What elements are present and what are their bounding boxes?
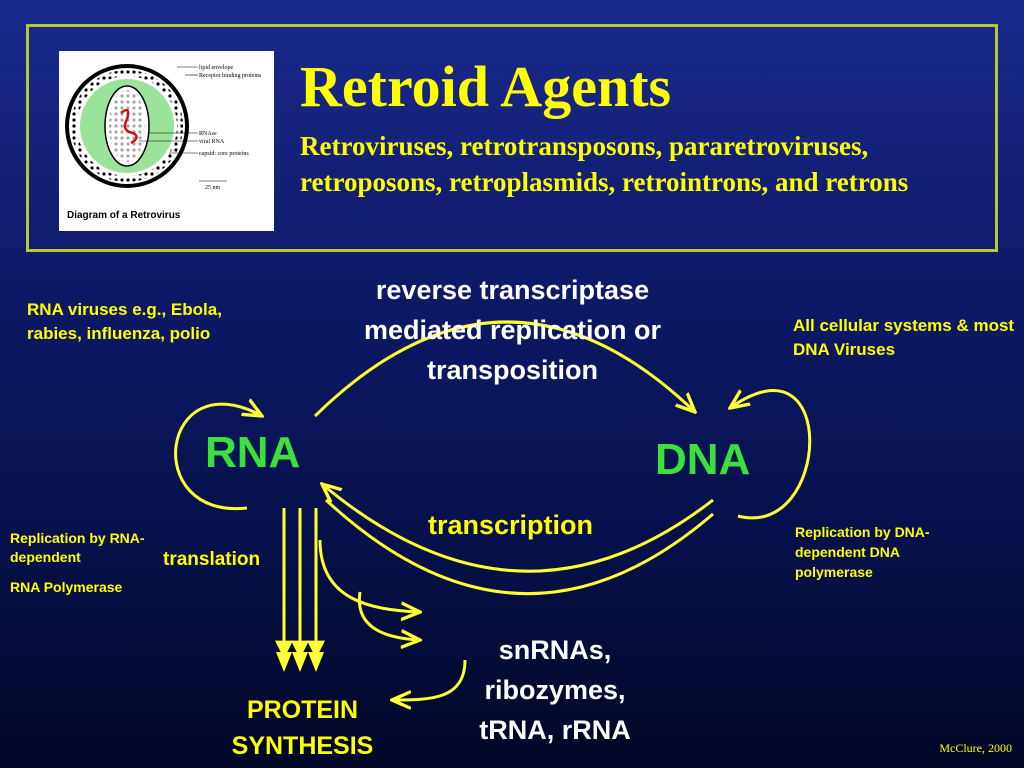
- svg-text:25 nm: 25 nm: [205, 185, 221, 191]
- reverse-transcriptase-label: reverse transcriptase mediated replicati…: [363, 275, 662, 385]
- rna-to-snrna-arrow-1: [318, 539, 420, 612]
- rna-viruses-label: RNA viruses e.g., Ebola, rabies, influen…: [27, 300, 222, 343]
- rna-polymerase-label: RNA Polymerase: [10, 579, 123, 595]
- rna-label: RNA: [205, 428, 301, 477]
- retrovirus-diagram-image: lipid envelope Receptor binding proteins…: [59, 51, 274, 231]
- page-subtitle: Retroviruses, retrotransposons, pararetr…: [300, 131, 909, 197]
- svg-text:Diagram of a Retrovirus: Diagram of a Retrovirus: [67, 210, 181, 221]
- transcription-arrow-2: [324, 498, 714, 595]
- protein-synthesis-label: PROTEIN SYNTHESIS: [231, 696, 374, 760]
- dna-self-loop-arrow: [730, 389, 812, 520]
- cellular-systems-label: All cellular systems & most DNA Viruses: [793, 316, 1015, 359]
- snrna-to-protein-arrow: [392, 659, 467, 700]
- dna-label: DNA: [655, 435, 751, 484]
- svg-text:capsid: core proteins: capsid: core proteins: [199, 151, 249, 157]
- credit-text: McClure, 2000: [939, 741, 1012, 755]
- translation-label: translation: [163, 549, 261, 570]
- viral-rna-strand: [120, 108, 138, 145]
- svg-text:lipid envelope: lipid envelope: [199, 65, 233, 71]
- rna-replication-label: Replication by RNA-dependent: [10, 530, 145, 565]
- svg-text:Receptor binding proteins: Receptor binding proteins: [199, 73, 262, 79]
- title-frame: [26, 24, 998, 252]
- rna-to-snrna-arrow-2: [357, 591, 420, 640]
- transcription-label: transcription: [428, 510, 594, 540]
- snrna-label: snRNAs, ribozymes, tRNA, rRNA: [479, 635, 631, 745]
- rna-self-loop-arrow: [174, 404, 262, 511]
- page-title: Retroid Agents: [300, 54, 672, 119]
- svg-text:viral RNA: viral RNA: [199, 139, 225, 145]
- reverse-transcription-arrow: [313, 320, 695, 418]
- transcription-arrow-1: [322, 484, 714, 573]
- dna-replication-label: Replication by DNA-dependent DNA polymer…: [795, 524, 930, 580]
- svg-text:RNAse: RNAse: [199, 131, 217, 137]
